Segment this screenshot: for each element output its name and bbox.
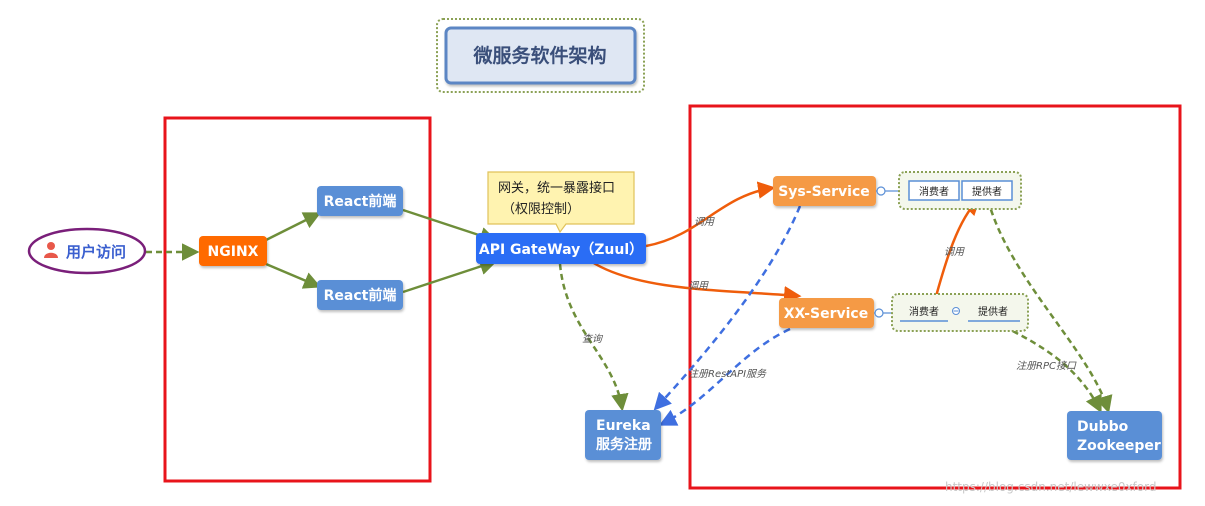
eureka-label-line2: 服务注册 [596,436,652,453]
xx-subgroup: 消费者 提供者 [891,293,1029,332]
xx-provider-label: 提供者 [978,305,1008,318]
edge-react2-gateway [402,258,498,294]
gateway-note-line2: （权限控制） [502,201,580,217]
xx-collapse-icon[interactable] [874,308,884,318]
xx-service-node[interactable]: XX-Service [779,298,874,328]
dubbo-label-line2: Zookeeper [1077,438,1161,454]
xx-provider-item[interactable]: 提供者 [968,305,1020,322]
dubbo-label-line1: Dubbo [1077,419,1129,435]
title-box [444,26,637,85]
nginx-node[interactable]: NGINX [199,236,267,266]
edges [146,181,1113,426]
edge-label-query: 查询 [582,333,604,345]
sys-provider-label: 提供者 [972,185,1002,198]
react-frontend-node-2[interactable]: React前端 [317,280,403,310]
edge-nginx-react1 [265,212,322,242]
edge-sys-eureka [653,205,802,411]
dubbo-zookeeper-node[interactable]: Dubbo Zookeeper [1067,411,1162,460]
frontend-frame [163,116,432,483]
sys-service-node[interactable]: Sys-Service [773,176,876,206]
xx-consumer-label: 消费者 [909,305,939,318]
user-node[interactable]: 用户访问 [27,227,147,275]
edge-xx-eureka [658,327,791,426]
eureka-label-line1: Eureka [596,418,651,434]
watermark-text: https://blog.csdn.net/lewwxe0xford [945,480,1156,494]
title-group: 微服务软件架构 [436,18,645,93]
title-outer-frame [436,18,645,93]
react2-label: React前端 [324,287,397,304]
edge-label-gw-sys: 调用 [694,216,715,228]
xx-service-label: XX-Service [784,306,868,322]
sys-consumer-box[interactable]: 消费者 [908,180,960,201]
edge-gateway-eureka [558,263,629,412]
edge-gateway-sys [645,181,776,248]
sys-collapse-icon[interactable] [876,186,886,196]
page-title: 微服务软件架构 [472,44,606,67]
api-gateway-node[interactable]: API GateWay（Zuul） [476,233,646,264]
gateway-note-callout: 网关，统一暴露接口 （权限控制） [487,171,635,234]
sys-provider-box[interactable]: 提供者 [961,180,1013,201]
edge-sys-provider-dubbo [986,199,1113,414]
services-frame [688,104,1182,490]
eureka-node[interactable]: Eureka 服务注册 [585,410,661,460]
nginx-label: NGINX [208,244,259,260]
edge-label-xx-sys: 调用 [944,246,965,258]
react-frontend-node-1[interactable]: React前端 [317,186,403,216]
sys-service-label: Sys-Service [778,184,870,200]
xx-consumer-item[interactable]: 消费者 [900,305,948,322]
edge-label-register-rpc: 注册RPC接口 [1016,360,1077,372]
sys-subgroup: 消费者 提供者 [898,171,1022,210]
edge-label-register-rest: 注册RestAPI服务 [688,368,767,380]
edge-label-gw-xx: 调用 [688,280,709,292]
edge-gateway-xx [591,260,802,304]
edge-nginx-react2 [265,262,322,289]
user-label: 用户访问 [66,243,126,261]
gateway-label: API GateWay（Zuul） [479,242,643,258]
sys-consumer-label: 消费者 [919,185,949,198]
gateway-note-line1: 网关，统一暴露接口 [498,180,615,196]
react1-label: React前端 [324,193,397,210]
user-icon [44,242,58,258]
